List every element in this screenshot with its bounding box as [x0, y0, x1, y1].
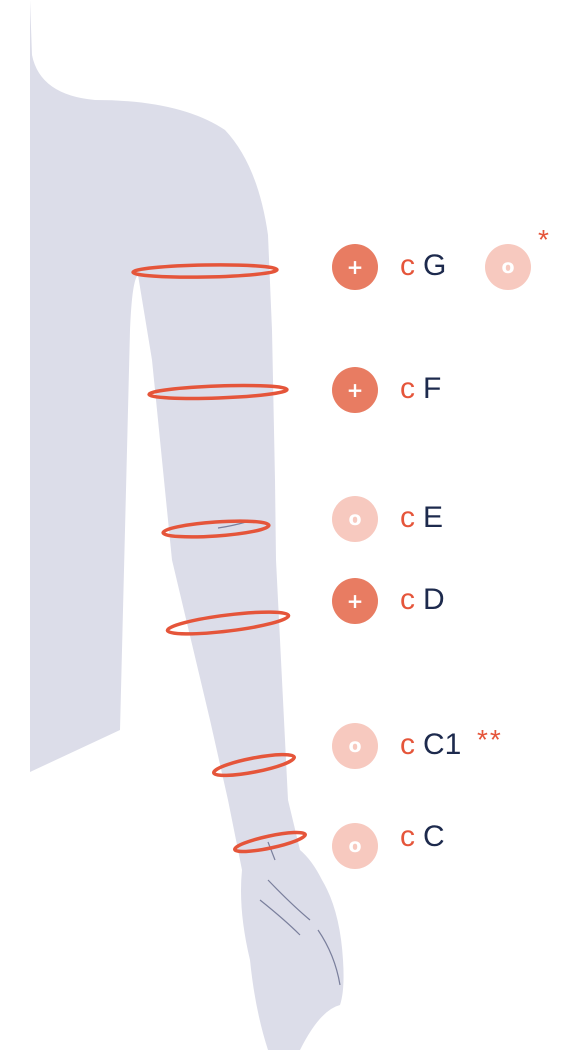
hand-crease-line [259, 899, 301, 936]
plus-badge: + [332, 578, 378, 624]
measurement-code: C [423, 820, 445, 853]
prefix-letter: c [400, 249, 415, 282]
measurement-code: D [423, 583, 445, 616]
prefix-letter: c [400, 820, 415, 853]
zero-badge: o [332, 723, 378, 769]
prefix-letter: c [400, 583, 415, 616]
measurement-code: E [423, 501, 444, 534]
measure-ring-d [165, 610, 291, 636]
prefix-letter: c [400, 728, 415, 761]
measure-ring-e [161, 519, 271, 539]
zero-badge: o [332, 496, 378, 542]
footnote-marker: * [538, 224, 551, 255]
footnote-marker: ** [477, 724, 503, 755]
measure-ring-g [131, 263, 279, 279]
plus-badge: + [332, 367, 378, 413]
zero-badge: o [332, 823, 378, 869]
prefix-letter: c [400, 372, 415, 405]
prefix-letter: c [400, 501, 415, 534]
measurement-code: G [423, 249, 447, 282]
thumb-line [317, 929, 341, 986]
measure-ring-c1 [211, 752, 297, 778]
zero-badge: o [485, 244, 531, 290]
plus-badge: + [332, 244, 378, 290]
measure-ring-c [233, 830, 307, 854]
measure-ring-f [147, 383, 289, 401]
measurement-code: C1 [423, 728, 462, 761]
hand-crease-line [267, 879, 311, 921]
wrist-line [267, 841, 276, 861]
measurement-code: F [423, 372, 442, 405]
